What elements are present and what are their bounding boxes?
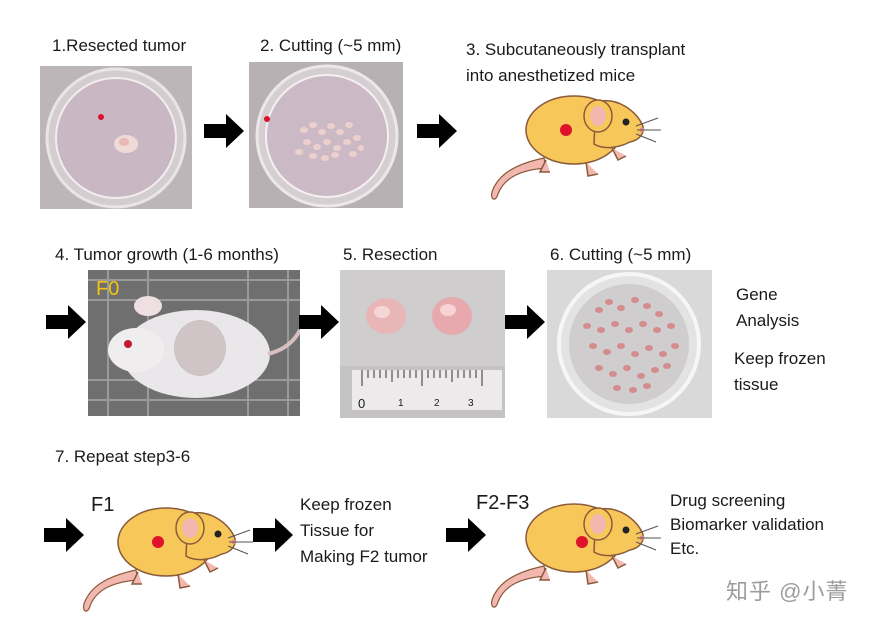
- keep-frozen-f2-note: Keep frozen Tissue for Making F2 tumor: [300, 495, 428, 567]
- generation-f1-label: F1: [91, 494, 115, 516]
- arrow-right-icon: [204, 114, 244, 148]
- watermark: 知乎 @小菁: [726, 579, 849, 604]
- step6-label: 6. Cutting (~5 mm): [550, 245, 692, 264]
- tumor-growth-mouse-photo: F0: [88, 270, 300, 416]
- ruler-tick-0: 0: [358, 396, 366, 411]
- step1-label: 1.Resected tumor: [52, 36, 187, 55]
- use-line2: Biomarker validation: [670, 515, 825, 534]
- gene-analysis-note: Gene Analysis: [736, 285, 799, 331]
- frozen-line1: Keep frozen: [734, 349, 826, 368]
- frozen-line2: tissue: [734, 375, 779, 394]
- arrow-right-icon: [253, 518, 293, 552]
- resected-tumors-photo: 0 1 2 3: [340, 270, 505, 418]
- cut-tumor-dish-photo-2: [547, 270, 712, 418]
- arrow-right-icon: [505, 305, 545, 339]
- gene-line1: Gene: [736, 285, 778, 304]
- mouse-illustration: [491, 95, 661, 200]
- use-line3: Etc.: [670, 539, 700, 558]
- step3-line1: 3. Subcutaneously transplant: [466, 40, 686, 59]
- mouse-illustration: [491, 503, 661, 608]
- keep-frozen-note: Keep frozen tissue: [734, 349, 826, 395]
- arrow-right-icon: [46, 305, 86, 339]
- downstream-uses-note: Drug screening Biomarker validation Etc.: [670, 491, 824, 559]
- cut-tumor-dish-photo: [249, 62, 403, 208]
- step3-label: 3. Subcutaneously transplant into anesth…: [466, 40, 685, 86]
- keep-line1: Keep frozen: [300, 495, 392, 514]
- gene-line2: Analysis: [736, 311, 800, 330]
- step3-line2: into anesthetized mice: [466, 66, 636, 85]
- use-line1: Drug screening: [670, 491, 786, 510]
- keep-line2: Tissue for: [300, 521, 375, 540]
- ruler-tick-2: 2: [434, 398, 440, 409]
- arrow-right-icon: [299, 305, 339, 339]
- arrow-right-icon: [44, 518, 84, 552]
- ruler-tick-1: 1: [398, 398, 404, 409]
- step2-label: 2. Cutting (~5 mm): [260, 36, 402, 55]
- generation-f0-label: F0: [96, 278, 120, 300]
- mouse-illustration: [83, 507, 253, 612]
- arrow-right-icon: [417, 114, 457, 148]
- step7-label: 7. Repeat step3-6: [55, 447, 191, 466]
- arrow-right-icon: [446, 518, 486, 552]
- ruler-tick-3: 3: [468, 398, 474, 409]
- step4-label: 4. Tumor growth (1-6 months): [55, 245, 279, 264]
- resected-tumor-photo: [40, 66, 192, 209]
- step5-label: 5. Resection: [343, 245, 438, 264]
- keep-line3: Making F2 tumor: [300, 547, 428, 566]
- generation-f2-f3-label: F2-F3: [476, 492, 530, 514]
